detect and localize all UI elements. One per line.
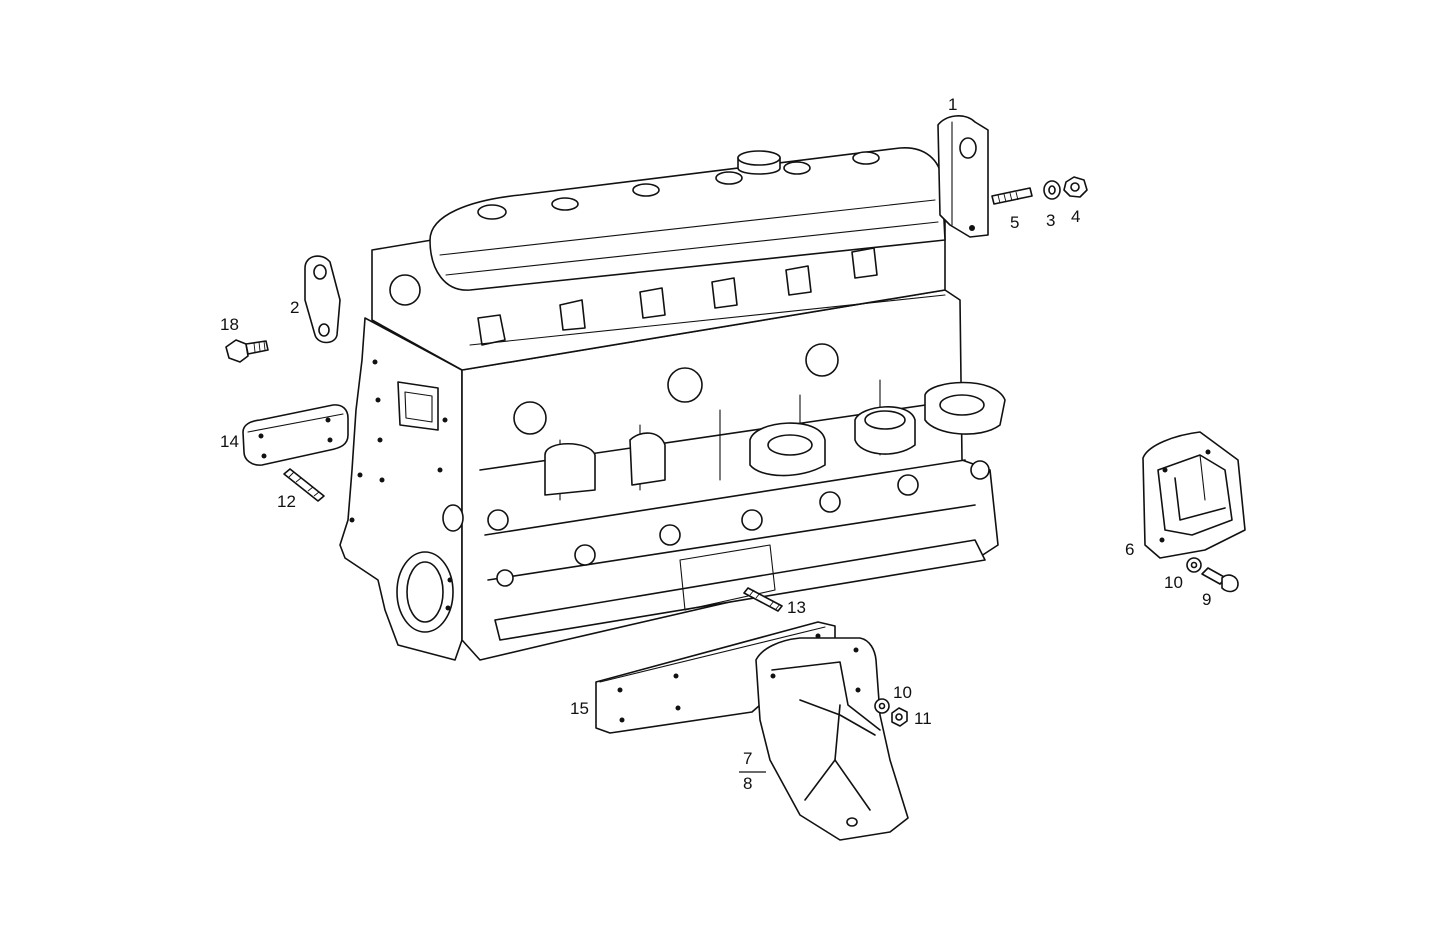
callout-3: 3 [1046, 211, 1055, 230]
callout-13: 13 [787, 598, 806, 617]
washer-part-3 [1043, 180, 1061, 200]
support-bracket-part-6 [1142, 431, 1246, 559]
callout-9: 9 [1202, 590, 1211, 609]
callout-7: 7 [743, 749, 752, 768]
callout-5: 5 [1010, 213, 1019, 232]
callout-8: 8 [743, 774, 752, 793]
callout-labels: 1 2 3 4 5 6 7 8 9 10 10 11 12 13 14 15 1… [220, 95, 1211, 793]
callout-18: 18 [220, 315, 239, 334]
lifting-bracket-part-1 [937, 115, 989, 238]
callout-2: 2 [290, 298, 299, 317]
callout-12: 12 [277, 492, 296, 511]
callout-10-lower: 10 [893, 683, 912, 702]
lifting-eye-part-2 [304, 255, 341, 344]
callout-6: 6 [1125, 540, 1134, 559]
callout-4: 4 [1071, 207, 1080, 226]
callout-1: 1 [948, 95, 957, 114]
engine-block [339, 147, 1006, 661]
nut-part-4 [1063, 176, 1088, 198]
engine-mount-bracket-part-7-8 [755, 637, 909, 841]
stud-part-13 [743, 587, 783, 612]
stud-part-12 [283, 468, 325, 502]
stud-part-5 [991, 187, 1033, 205]
callout-14: 14 [220, 432, 239, 451]
manifold-tabs [469, 247, 946, 346]
cover-plate-part-14 [242, 404, 349, 466]
bolt-part-9 [1201, 567, 1239, 593]
callout-15: 15 [570, 699, 589, 718]
callout-11: 11 [914, 709, 932, 728]
nut-part-11 [891, 707, 908, 727]
washer-part-10-lower [874, 698, 890, 714]
callout-10-upper: 10 [1164, 573, 1183, 592]
washer-part-10-upper [1186, 557, 1202, 573]
bolt-part-18 [225, 339, 269, 363]
